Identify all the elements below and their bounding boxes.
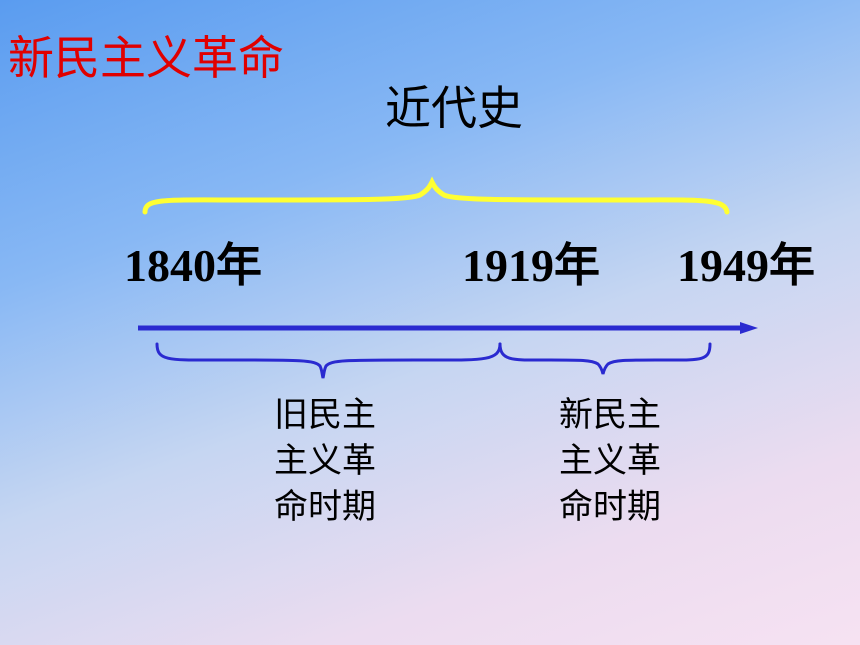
old-democratic-period-label: 旧民主 主义革 命时期 [260, 392, 390, 530]
top-brace [142, 176, 730, 215]
era-label: 近代史 [385, 81, 523, 135]
year-1840: 1840年 [124, 240, 262, 291]
period-line: 旧民主 [274, 395, 376, 435]
new-democratic-period-label: 新民主 主义革 命时期 [545, 392, 675, 530]
old-democratic-brace [155, 342, 502, 379]
period-line: 主义革 [559, 441, 661, 481]
timeline-arrowhead [740, 322, 758, 334]
period-line: 命时期 [274, 487, 376, 527]
period-line: 命时期 [559, 487, 661, 527]
year-1919: 1919年 [462, 240, 600, 291]
period-line: 新民主 [559, 395, 661, 435]
slide-title: 新民主义革命 [8, 31, 284, 85]
period-line: 主义革 [274, 441, 376, 481]
new-democratic-brace [498, 342, 712, 375]
year-1949: 1949年 [677, 240, 815, 291]
